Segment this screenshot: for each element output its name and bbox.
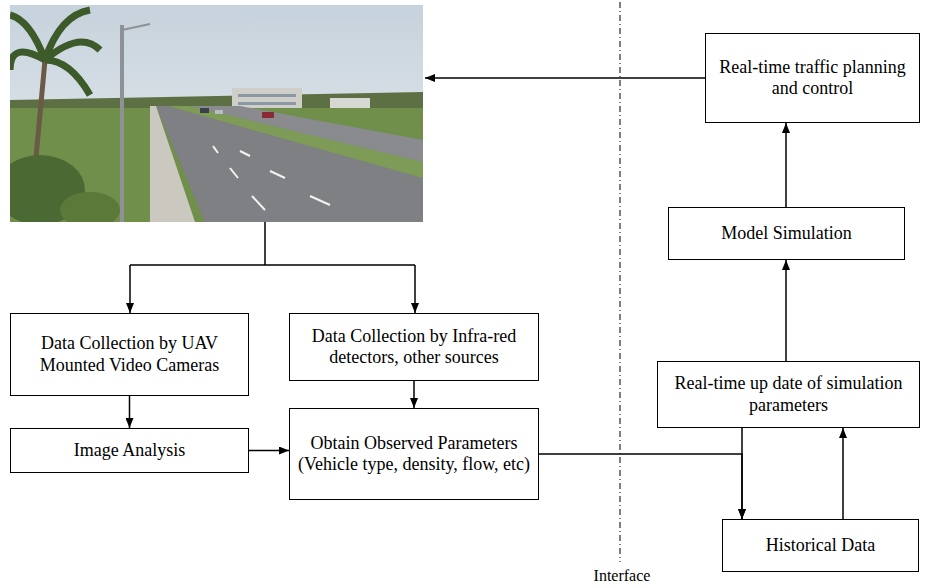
process-box: Image Analysis [10,428,249,473]
box-text: Real-time traffic planning and control [712,57,913,99]
split-arrow [129,265,131,313]
lane-marking [270,171,285,178]
car [200,108,209,113]
split-arrow [414,265,416,313]
box-text: Image Analysis [74,440,185,461]
box-text: Model Simulation [721,223,852,244]
lane-marking [230,168,238,178]
connector-arrow [539,454,742,519]
road-photo [10,5,423,222]
sidewalk [150,106,195,222]
lane-marking [240,151,250,156]
interface-label: Interface [575,566,669,585]
lamp-arm [122,24,150,30]
connector-arrow [249,450,289,452]
road [156,106,423,222]
process-box: Model Simulation [668,207,905,260]
lane-marking [310,196,330,205]
building-windows [238,102,296,105]
process-box: Real-time up date of simulation paramete… [657,361,920,428]
palm-leaves [10,10,100,95]
lamp-pole [120,25,124,222]
far-road [190,106,423,162]
connector-arrow [842,428,844,519]
connector-arrow [741,428,743,519]
median-grass [168,106,423,178]
interface-line [620,2,621,562]
box-text: Obtain Observed Parameters (Vehicle type… [296,433,532,475]
box-text: Data Collection by UAV Mounted Video Cam… [17,333,242,375]
box-text: Real-time up date of simulation paramete… [664,373,913,415]
process-box: Data Collection by UAV Mounted Video Cam… [10,313,249,396]
car [262,112,274,118]
car [215,110,223,114]
split-line [130,222,415,265]
process-box: Historical Data [722,519,919,572]
lane-marking [252,196,265,210]
box-text: Historical Data [766,535,875,556]
feedback-arrow [425,77,705,79]
lane-marking [213,146,218,153]
process-box: Obtain Observed Parameters (Vehicle type… [289,408,539,500]
box-text: Data Collection by Infra-red detectors, … [296,326,532,368]
connector-arrow [785,260,787,361]
bushes [60,192,120,222]
process-box: Real-time traffic planning and control [705,33,920,123]
process-box: Data Collection by Infra-red detectors, … [289,313,539,381]
connector-arrow [129,396,131,428]
connector-arrow [785,123,787,207]
building-windows [238,94,296,97]
connector-arrow [413,381,415,408]
